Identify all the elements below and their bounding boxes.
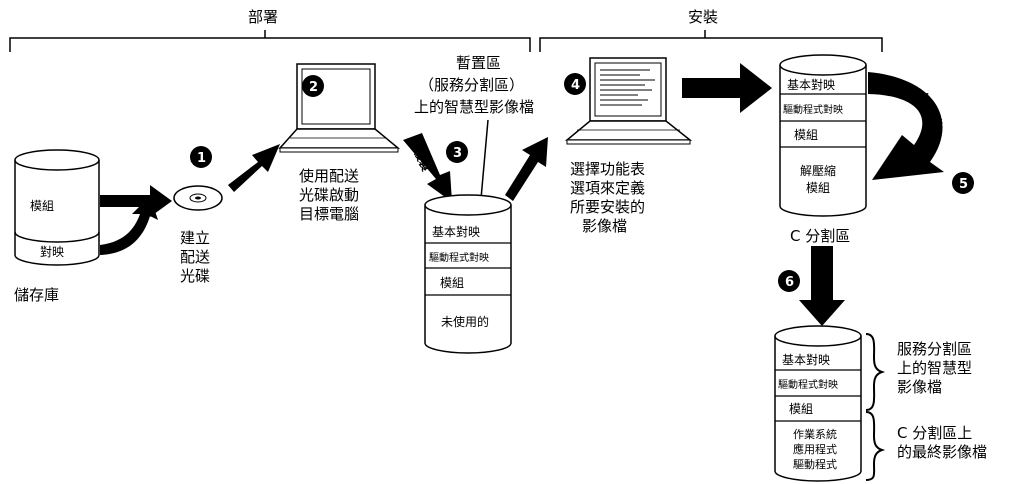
- step-1-number: 1: [197, 151, 206, 166]
- repository-segment-mapping: 對映: [40, 245, 64, 259]
- step-4-badge: [564, 73, 586, 95]
- c-segment-decompress-modules: 模組: [806, 181, 830, 195]
- step-2-badge: [302, 75, 324, 97]
- step-4-caption-line4: 影像檔: [582, 217, 627, 235]
- final-bracket-caption-line1: C 分割區上: [897, 424, 972, 442]
- c-segment-decompress: 解壓縮: [800, 163, 836, 178]
- step-4-caption-line1: 選擇功能表: [570, 160, 645, 178]
- service-bracket-caption-line1: 服務分割區: [897, 340, 972, 358]
- step-4-number: 4: [571, 78, 580, 93]
- step-4-caption-line3: 所要安裝的: [570, 198, 645, 216]
- step-2-caption-line3: 目標電腦: [299, 205, 359, 223]
- step-5-number: 5: [959, 177, 968, 192]
- deploy-phase-label: 部署: [248, 8, 278, 26]
- arrow-cd-to-laptop: [228, 144, 280, 192]
- c-segment-modules: 模組: [794, 128, 818, 142]
- deploy-bracket: [9, 30, 531, 52]
- step-3-badge: [446, 141, 468, 163]
- step-1-badge: [190, 146, 212, 168]
- c-segment-driver-map: 驅動程式對映: [783, 103, 843, 116]
- step-2-number: 2: [309, 80, 318, 95]
- staging-segment-modules: 模組: [440, 276, 464, 290]
- repository-cylinder: [14, 149, 100, 266]
- staging-caption-line3: 上的智慧型影像檔: [414, 98, 534, 116]
- install-label-top: 安: [816, 251, 827, 265]
- c-segment-base-map: 基本對映: [787, 78, 835, 92]
- final-segment-os: 作業系統: [793, 427, 837, 441]
- install-bracket: [539, 30, 883, 52]
- repository-caption: 儲存庫: [14, 286, 59, 304]
- final-segment-base-map: 基本對映: [782, 353, 830, 367]
- final-segment-apps: 應用程式: [793, 442, 837, 456]
- laptop-boot-icon: [278, 63, 401, 153]
- step-1-caption-line2: 配送: [180, 248, 210, 266]
- staging-cylinder: [424, 194, 512, 354]
- step-2-caption-line1: 使用配送: [299, 167, 359, 185]
- staging-caption-line2: （服務分割區）: [419, 76, 524, 94]
- final-segment-driver-map: 驅動程式對映: [778, 378, 838, 391]
- staging-segment-driver-map: 驅動程式對映: [429, 251, 489, 264]
- step-6-number: 6: [785, 275, 794, 290]
- final-segment-modules: 模組: [789, 402, 813, 416]
- service-bracket-caption-line3: 影像檔: [897, 378, 942, 396]
- arrow-laptop-to-c-partition: [682, 63, 772, 113]
- service-bracket-caption-line2: 上的智慧型: [897, 359, 972, 377]
- step-3-number: 3: [453, 146, 462, 161]
- step-1-caption-line3: 光碟: [180, 267, 210, 285]
- final-bracket-caption-line2: 的最終影像檔: [897, 443, 987, 461]
- step-2-caption-line2: 光碟啟動: [299, 186, 359, 204]
- brace-service-partition: [865, 333, 886, 411]
- arrow-decompress: [868, 72, 944, 180]
- c-partition-cylinder: [779, 54, 867, 217]
- step-6-badge: [778, 270, 800, 292]
- c-partition-caption: C 分割區: [790, 227, 850, 245]
- arrow-install: [799, 246, 845, 326]
- arrow-mapping-to-cd: [100, 196, 158, 255]
- staging-segment-unused: 未使用的: [441, 314, 489, 329]
- step-1-caption-line1: 建立: [180, 229, 210, 247]
- staging-caption-line1: 暫置區: [456, 54, 501, 72]
- final-segment-drivers: 驅動程式: [793, 457, 837, 471]
- step-5-badge: [952, 172, 974, 194]
- arrow-copy: [403, 133, 452, 202]
- install-label-bottom: 裝: [815, 266, 828, 280]
- repository-segment-modules: 模組: [30, 199, 54, 213]
- step-4-caption-line2: 選項來定義: [570, 179, 645, 197]
- staging-segment-base-map: 基本對映: [432, 225, 480, 239]
- cd-disc-icon: [173, 185, 223, 211]
- install-phase-label: 安裝: [688, 8, 718, 26]
- arrow-staging-to-laptop: [505, 137, 548, 201]
- brace-final-image: [865, 411, 886, 481]
- final-cylinder: [774, 325, 862, 482]
- laptop-menu-icon: [564, 57, 693, 145]
